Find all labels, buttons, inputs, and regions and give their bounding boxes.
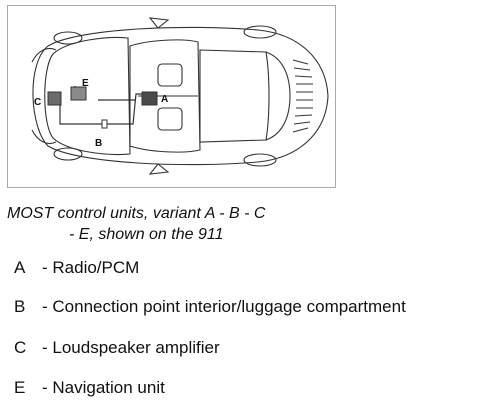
caption-line-1: MOST control units, variant A - B - C (7, 205, 266, 222)
caption-line-2: - E, shown on the 911 (69, 226, 224, 243)
legend-key: C (14, 338, 27, 357)
legend-text: - Radio/PCM (42, 258, 140, 277)
label-e: E (82, 78, 89, 89)
legend-text: - Connection point interior/luggage comp… (42, 297, 406, 316)
legend-key: E (14, 378, 26, 397)
legend-item-c: C - Loudspeaker amplifier (14, 337, 220, 359)
legend-text: - Navigation unit (42, 378, 165, 397)
legend-item-a: A - Radio/PCM (14, 257, 139, 279)
label-a: A (161, 94, 168, 105)
legend-key: A (14, 258, 26, 277)
unit-e-navigation (70, 86, 87, 101)
unit-c-loudspeaker-amplifier (47, 91, 62, 106)
car-outline (31, 17, 329, 175)
unit-a-radio-pcm (141, 91, 158, 106)
diagram-frame: C E A B (7, 5, 336, 188)
car-diagram: C E A B (31, 17, 329, 175)
legend-item-e: E - Navigation unit (14, 377, 165, 399)
legend-key: B (14, 297, 26, 316)
unit-b-connection-point (101, 119, 108, 129)
legend-item-b: B - Connection point interior/luggage co… (14, 296, 406, 318)
label-b: B (95, 138, 102, 149)
figure-caption: MOST control units, variant A - B - C - … (7, 203, 367, 245)
label-c: C (34, 97, 41, 108)
legend-text: - Loudspeaker amplifier (42, 338, 220, 357)
